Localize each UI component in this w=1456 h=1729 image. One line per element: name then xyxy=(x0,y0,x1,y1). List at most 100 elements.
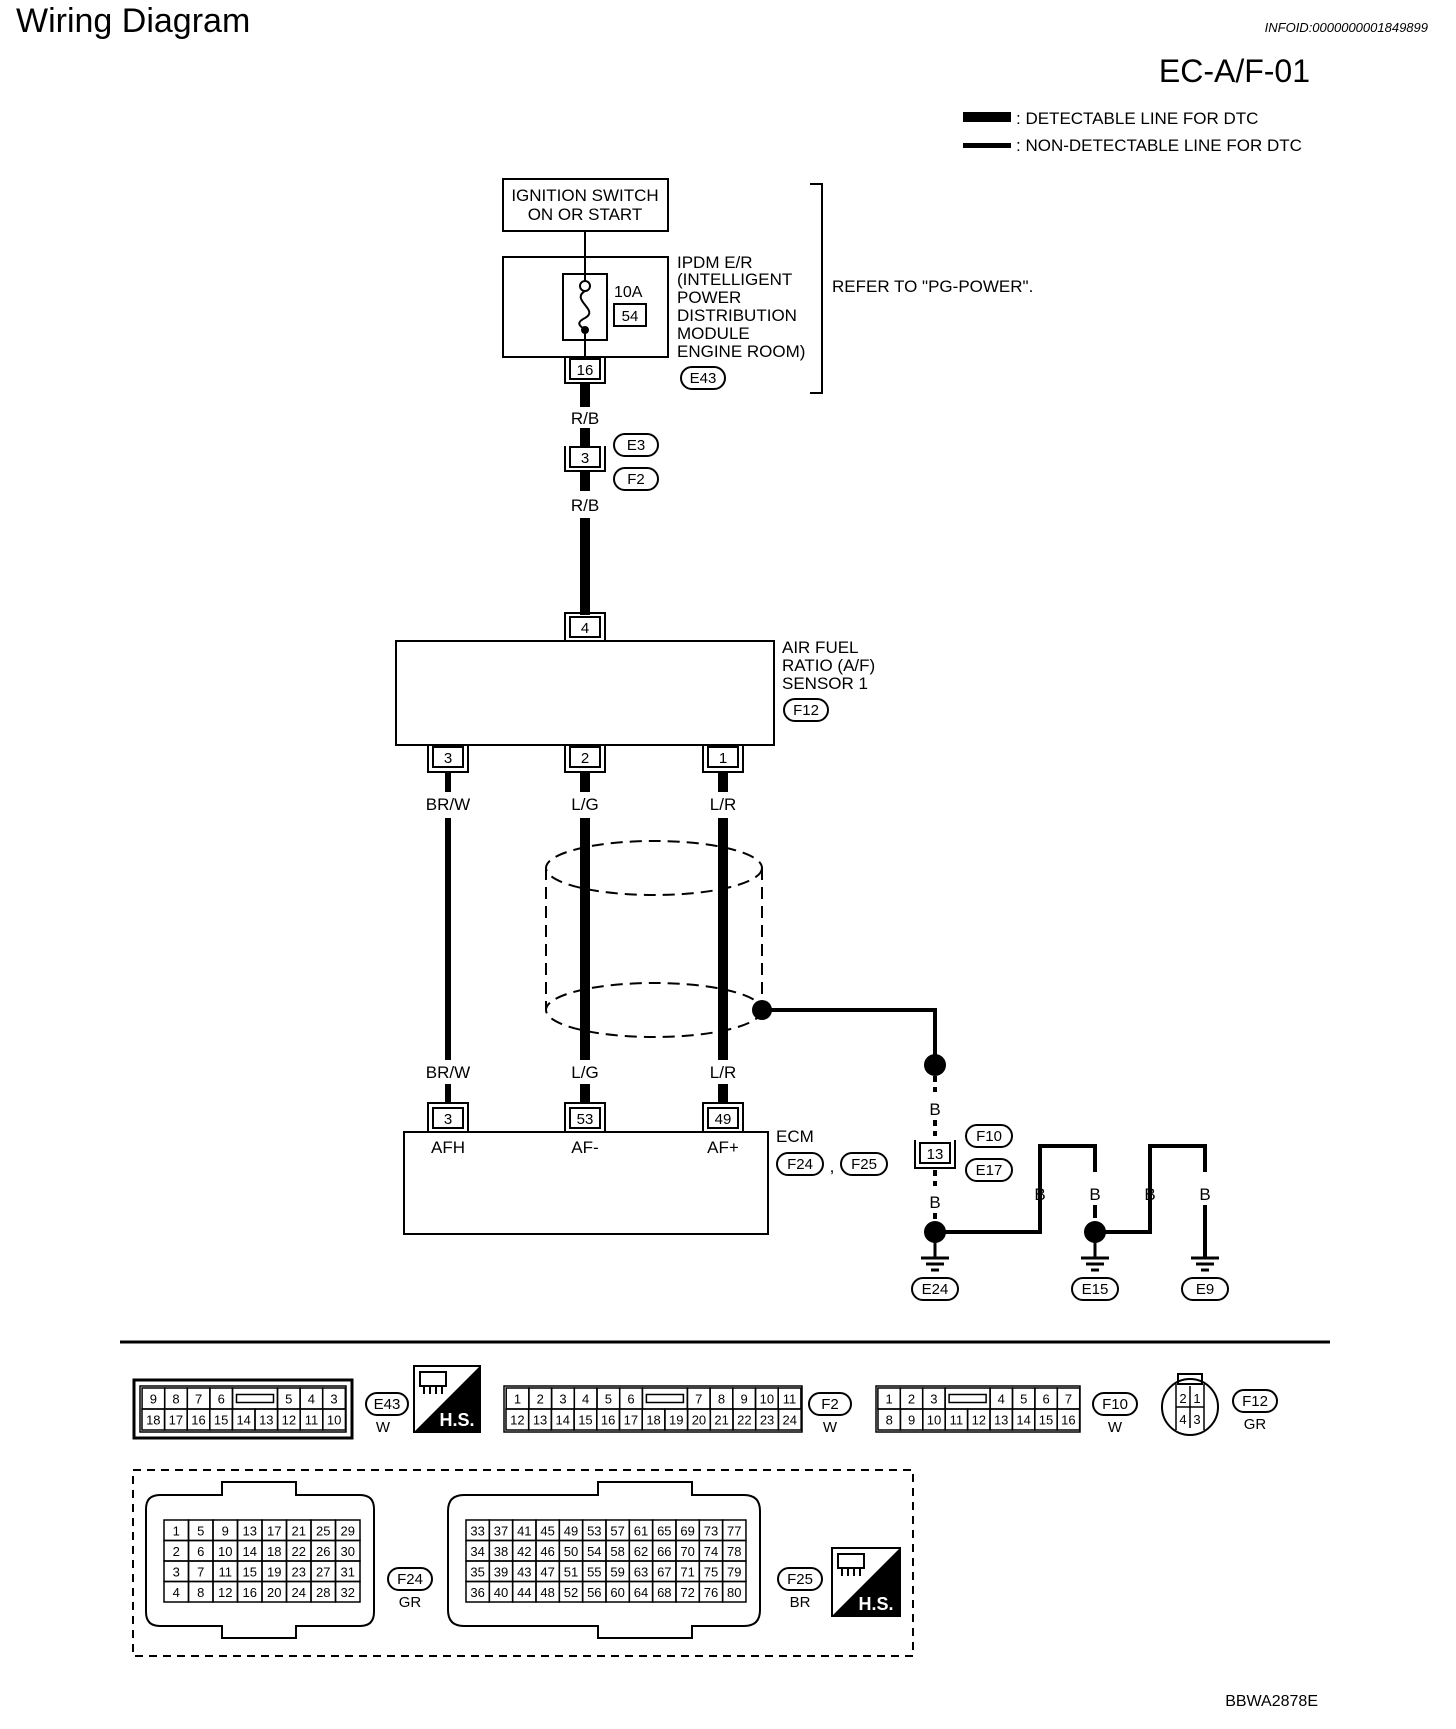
ipdm-label-4: DISTRIBUTION xyxy=(677,306,797,325)
connector-f25-pin: 39 xyxy=(494,1564,508,1579)
legend-thick-line xyxy=(963,112,1011,122)
connector-f10-pin: 6 xyxy=(1042,1392,1049,1407)
connector-f25-pin: 77 xyxy=(727,1523,741,1538)
connector-f10-pin: 5 xyxy=(1020,1392,1027,1407)
ground-wire-b-2: B xyxy=(929,1193,940,1212)
connector-f25-pin: 64 xyxy=(634,1585,648,1600)
connector-f24-pin: 4 xyxy=(173,1585,180,1600)
sensor-pin-2: 2 xyxy=(581,750,589,767)
af-sensor: 4 AIR FUEL RATIO (A/F) SENSOR 1 F12 3 2 … xyxy=(395,612,875,773)
hs-badge-1: H.S. xyxy=(413,1365,481,1433)
connector-f25-pin: 34 xyxy=(470,1544,484,1559)
ipdm-label-2: (INTELLIGENT xyxy=(677,270,792,289)
connector-f25-color: BR xyxy=(790,1594,811,1611)
connector-f2-pin: 12 xyxy=(510,1413,524,1428)
connector-f2-pin: 6 xyxy=(627,1392,634,1407)
wire-label-lr-top: L/R xyxy=(710,795,736,814)
connector-f10-pin: 8 xyxy=(886,1413,893,1428)
connector-f2-pin: 4 xyxy=(582,1392,589,1407)
connector-f2-pin: 10 xyxy=(760,1392,774,1407)
ecm-connector-group xyxy=(132,1469,914,1657)
ground-wire-b-6: B xyxy=(1199,1185,1210,1204)
info-id: INFOID:0000000001849899 xyxy=(1265,20,1428,35)
connector-f25-pin: 73 xyxy=(704,1523,718,1538)
connector-f24-pin: 3 xyxy=(173,1564,180,1579)
connector-f2-pin: 16 xyxy=(601,1413,615,1428)
connector-e43-pin: 18 xyxy=(146,1413,160,1428)
connector-f25-pin: 33 xyxy=(470,1523,484,1538)
connector-e43-pin: 17 xyxy=(169,1413,183,1428)
connector-f10-pin: 14 xyxy=(1016,1413,1030,1428)
connector-f10-pin: 7 xyxy=(1065,1392,1072,1407)
connector-f2-pin: 7 xyxy=(695,1392,702,1407)
joint-pin: 3 xyxy=(581,450,589,467)
sensor-pin-3: 3 xyxy=(444,750,452,767)
connector-f24-pin: 11 xyxy=(219,1564,233,1579)
connector-f25-pin: 61 xyxy=(634,1523,648,1538)
connector-e43-pin: 9 xyxy=(150,1392,157,1407)
connector-f25-pin: 47 xyxy=(540,1564,554,1579)
ipdm-er: 10A 54 IPDM E/R (INTELLIGENT POWER DISTR… xyxy=(502,231,805,390)
ecm-connector-f25: F25 xyxy=(851,1156,877,1173)
ground-joint-f10: F10 xyxy=(976,1128,1002,1145)
connector-f24-pin: 27 xyxy=(316,1564,330,1579)
connector-f2-pin: 22 xyxy=(737,1413,751,1428)
connector-e43-cell xyxy=(322,1408,347,1431)
connector-f10-color: W xyxy=(1108,1419,1123,1436)
ground-wire-b-5: B xyxy=(1144,1185,1155,1204)
connector-e43-cell xyxy=(231,1387,279,1410)
connector-f25-pin: 41 xyxy=(517,1523,531,1538)
connector-f2-pin: 20 xyxy=(692,1413,706,1428)
connector-f2-pin: 14 xyxy=(556,1413,570,1428)
connector-e43-pin: 16 xyxy=(191,1413,205,1428)
ipdm-pin: 16 xyxy=(577,362,594,379)
connector-f25-pin: 54 xyxy=(587,1544,601,1559)
connector-f2-pin: 21 xyxy=(714,1413,728,1428)
connector-f2-cell xyxy=(641,1387,689,1410)
connector-f10-pin: 4 xyxy=(998,1392,1005,1407)
connector-e43-color: W xyxy=(376,1419,391,1436)
legend-thin-line xyxy=(963,143,1011,148)
wire-label-brw-bottom: BR/W xyxy=(426,1063,470,1082)
connector-f25-pin: 78 xyxy=(727,1544,741,1559)
connector-f24-pin: 7 xyxy=(197,1564,204,1579)
hs-badge-2: H.S. xyxy=(831,1547,901,1617)
connector-e43-pin: 12 xyxy=(282,1413,296,1428)
connector-f10-pin: 10 xyxy=(927,1413,941,1428)
connector-f10-pin: 3 xyxy=(930,1392,937,1407)
connector-f25-pin: 53 xyxy=(587,1523,601,1538)
connector-f25-pin: 76 xyxy=(704,1585,718,1600)
connector-f24-pin: 30 xyxy=(341,1544,355,1559)
connector-f24-pin: 13 xyxy=(243,1523,257,1538)
shield xyxy=(545,840,763,1038)
connector-f25-pin: 38 xyxy=(494,1544,508,1559)
connector-f25-pin: 51 xyxy=(564,1564,578,1579)
connector-f2-cell xyxy=(777,1408,802,1431)
connector-f25-pin: 71 xyxy=(680,1564,694,1579)
ground-wire-b-4: B xyxy=(1089,1185,1100,1204)
connector-f2-pin: 19 xyxy=(669,1413,683,1428)
connector-f25-pin: 36 xyxy=(470,1585,484,1600)
legend: : DETECTABLE LINE FOR DTC : NON-DETECTAB… xyxy=(963,109,1302,155)
rb-wire-label-2: R/B xyxy=(571,496,599,515)
connector-f25-pin: 50 xyxy=(564,1544,578,1559)
wire-label-lg-bottom: L/G xyxy=(571,1063,598,1082)
ecm-pin-53: 53 xyxy=(577,1111,594,1128)
connector-f24-pin: 28 xyxy=(316,1585,330,1600)
connector-f2-pin: 24 xyxy=(783,1413,797,1428)
connector-f2-pin: 9 xyxy=(741,1392,748,1407)
connector-f24-pin: 25 xyxy=(316,1523,330,1538)
connector-f10-pin: 1 xyxy=(885,1392,892,1407)
connector-f2-pin: 23 xyxy=(760,1413,774,1428)
connector-e43-id: E43 xyxy=(374,1396,401,1413)
ignition-switch: IGNITION SWITCH ON OR START xyxy=(502,178,669,232)
connector-f25-pin: 68 xyxy=(657,1585,671,1600)
connector-f25-pin: 59 xyxy=(610,1564,624,1579)
page-title: Wiring Diagram xyxy=(16,2,250,40)
connector-f25-id: F25 xyxy=(787,1571,813,1588)
f12-pin-2: 2 xyxy=(1179,1391,1186,1406)
connector-f10-cell xyxy=(944,1387,991,1410)
ground-e15: E15 xyxy=(1082,1281,1109,1298)
